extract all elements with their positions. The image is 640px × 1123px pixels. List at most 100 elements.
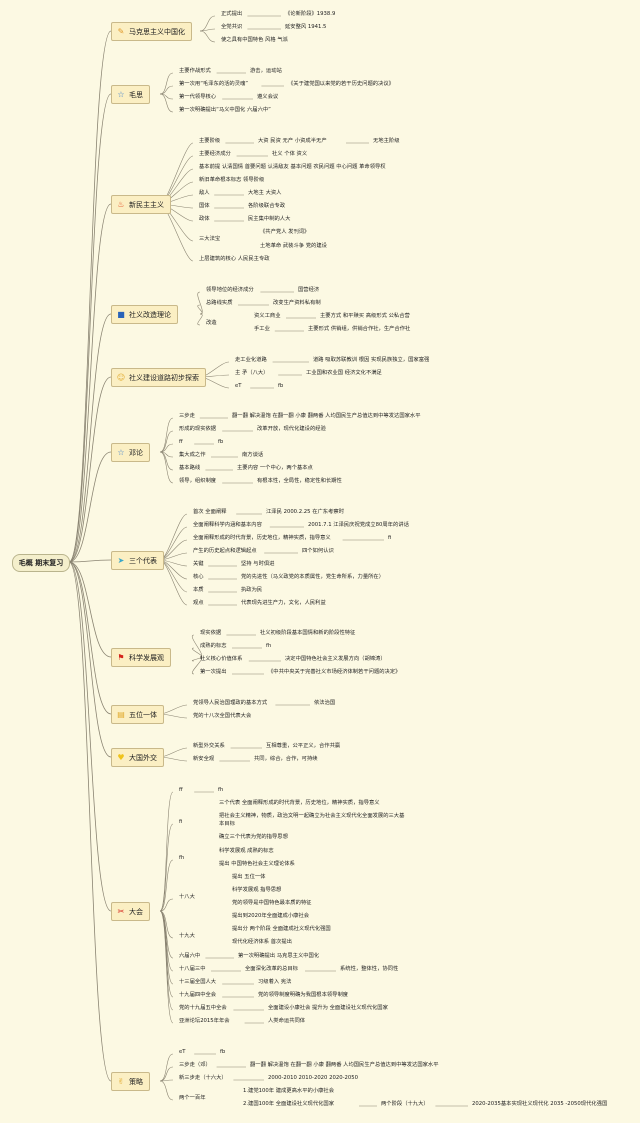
branch-item[interactable]: 第一次用“毛泽东的活的灵魂” <box>179 81 249 87</box>
branch-item[interactable]: fh <box>266 643 272 649</box>
branch-item[interactable]: 三步走 <box>179 413 195 419</box>
branch-item[interactable]: 手工业 <box>254 326 270 332</box>
branch-item[interactable]: 核心 <box>193 574 204 580</box>
branch-item[interactable]: 第一次明确提出 马克思主义中国化 <box>238 953 320 959</box>
branch-item[interactable]: 十八大 <box>179 894 195 900</box>
branch-item[interactable]: 提出 中国特色社会主义理论体系 <box>219 861 295 867</box>
branch-item[interactable]: 主 矛（八大） <box>235 370 269 376</box>
branch-item[interactable]: 代表现先进生产力，文化，人民利益 <box>241 600 326 606</box>
branch-item[interactable]: 党领导人民治国理政的基本方式 <box>193 700 268 706</box>
branch-item[interactable]: 首次 全面阐释 <box>193 509 227 515</box>
topic-t8[interactable]: ▤五位一体 <box>111 705 164 724</box>
branch-item[interactable]: 十八届三中 <box>179 966 206 972</box>
branch-item[interactable]: ff <box>179 787 183 793</box>
topic-t0[interactable]: ✎马克思主义中国化 <box>111 22 192 41</box>
branch-item[interactable]: ff <box>179 439 183 445</box>
branch-item[interactable]: 党的领导是中国特色最本质的特征 <box>232 900 312 906</box>
branch-item[interactable]: 全面阐释科学内涵和基本内容 <box>193 522 262 528</box>
branch-item[interactable]: 系统性，整体性，协同性 <box>340 966 399 972</box>
branch-item[interactable]: 国营经济 <box>298 287 320 293</box>
branch-item[interactable]: 全党共识 <box>221 24 243 30</box>
branch-item[interactable]: 党的先进性（马义政党的本质属性，党生命所系，力量所在） <box>241 574 385 580</box>
branch-item[interactable]: 六届六中 <box>179 953 201 959</box>
branch-item[interactable]: 敌人 <box>199 190 210 196</box>
branch-item[interactable]: 科学发展观 成熟的标志 <box>219 848 274 854</box>
branch-item[interactable]: 1.建党100年 建成更高水平的小康社会 <box>243 1088 335 1094</box>
branch-item[interactable]: 确立三个代表为党的指导思想 <box>219 834 288 840</box>
branch-item[interactable]: 土地革命 武装斗争 党的建设 <box>260 243 327 249</box>
branch-item[interactable]: 三个代表 全面阐释形成的时代背景，历史地位，精神实质，指导意义 <box>219 800 380 806</box>
branch-item[interactable]: 政体 <box>199 216 210 222</box>
branch-item[interactable]: 观点 <box>193 600 204 606</box>
branch-item[interactable]: 2001.7.1 江泽民庆祝党成立80周年的讲话 <box>308 522 409 528</box>
branch-item[interactable]: 党的十八次全国代表大会 <box>193 713 252 719</box>
branch-item[interactable]: 遵义会议 <box>257 94 279 100</box>
branch-item[interactable]: 产生的历史起点和逻辑起点 <box>193 548 257 554</box>
branch-item[interactable]: 翻一翻 解决温饱 在翻一翻 小康 翻两番 人均国民生产总值达到中等发达国家水平 <box>232 413 421 419</box>
branch-item[interactable]: 主要经济成分 <box>199 151 231 157</box>
branch-item[interactable]: 领导，组织制度 <box>179 478 217 484</box>
branch-item[interactable]: 《关于建党国以来党的若干历史问题的决议》 <box>288 81 394 87</box>
topic-t6[interactable]: ➤三个代表 <box>111 551 164 570</box>
branch-item[interactable]: 资义工商业 <box>254 313 281 319</box>
branch-item[interactable]: 全面深化改革的总目标 <box>245 966 298 972</box>
branch-item[interactable]: 三步走（邓） <box>179 1062 211 1068</box>
branch-item[interactable]: fi <box>179 819 183 825</box>
branch-item[interactable]: 十九大 <box>179 933 195 939</box>
branch-item[interactable]: 2000-2010 2010-2020 2020-2050 <box>268 1075 358 1081</box>
branch-item[interactable]: 新旧革命根本标志 领导阶级 <box>199 177 265 183</box>
branch-item[interactable]: 亚洲论坛2015年年会 <box>179 1018 230 1024</box>
branch-item[interactable]: 游击，运动站 <box>250 68 282 74</box>
branch-item[interactable]: 走工业化道路 <box>235 357 267 363</box>
branch-item[interactable]: 总路线实质 <box>206 300 233 306</box>
branch-item[interactable]: fb <box>220 1049 226 1055</box>
branch-item[interactable]: 2020-2035基本实现社义现代化 2035 -2050现代化强国 <box>472 1101 608 1107</box>
topic-t10[interactable]: ✂大会 <box>111 902 150 921</box>
root-node[interactable]: 毛概 期末复习 <box>12 554 70 572</box>
branch-item[interactable]: 改变生产资料私有制 <box>273 300 321 306</box>
branch-item[interactable]: 《中共中央关于完善社义市场经济体制若干问题的决定》 <box>268 669 401 675</box>
branch-item[interactable]: 三大法宝 <box>199 236 221 242</box>
branch-item[interactable]: 四个如何认识 <box>302 548 334 554</box>
branch-item[interactable]: 党的领导制度明确为我国根本领导制度 <box>258 992 349 998</box>
topic-t3[interactable]: ■社义改造理论 <box>111 305 178 324</box>
branch-item[interactable]: 第一代领导核心 <box>179 94 217 100</box>
branch-item[interactable]: 科学发展观 指导思想 <box>232 887 282 893</box>
branch-item[interactable]: eT <box>235 383 242 389</box>
branch-item[interactable]: fi <box>388 535 392 541</box>
branch-item[interactable]: 大地主 大资人 <box>248 190 282 196</box>
branch-item[interactable]: 南方谈话 <box>242 452 264 458</box>
branch-item[interactable]: fh <box>179 855 185 861</box>
branch-item[interactable]: 第一次提出 <box>200 669 227 675</box>
branch-item[interactable]: 延安整风 1941.5 <box>285 24 327 30</box>
branch-item[interactable]: 江泽民 2000.2.25 在广东考察时 <box>266 509 344 515</box>
branch-item[interactable]: fb <box>278 383 284 389</box>
branch-item[interactable]: fb <box>218 439 224 445</box>
branch-item[interactable]: 有根本性，全局性，稳定性和长期性 <box>257 478 342 484</box>
branch-item[interactable]: 本质 <box>193 587 204 593</box>
branch-item[interactable]: 十三届全国人大 <box>179 979 217 985</box>
branch-item[interactable]: 现代化经济体系 首次提出 <box>232 939 292 945</box>
branch-item[interactable]: 成熟的标志 <box>200 643 227 649</box>
branch-item[interactable]: 基本前提 认清国情 首要问题 认清敌友 基本问题 农民问题 中心问题 革命领导权 <box>199 164 386 170</box>
topic-t9[interactable]: ♥大国外交 <box>111 748 164 767</box>
branch-item[interactable]: 依法治国 <box>314 700 336 706</box>
branch-item[interactable]: 人类命运共同体 <box>268 1018 306 1024</box>
branch-item[interactable]: 改革开放，现代化建设的经验 <box>257 426 326 432</box>
branch-item[interactable]: 执政为民 <box>241 587 263 593</box>
branch-item[interactable]: 主要方式 和平赎买 高级形式 公私合营 <box>320 313 410 319</box>
branch-item[interactable]: 《论新阶段》1938.9 <box>285 11 336 17</box>
branch-item[interactable]: 十九届四中全会 <box>179 992 217 998</box>
branch-item[interactable]: 使之具有中国特色 风格 气派 <box>221 37 288 43</box>
branch-item[interactable]: 关键 <box>193 561 204 567</box>
branch-item[interactable]: 两个阶段（十九大） <box>381 1101 429 1107</box>
topic-t2[interactable]: ♨新民主主义 <box>111 195 171 214</box>
branch-item[interactable]: 主要作战形式 <box>179 68 211 74</box>
branch-item[interactable]: 共同，综合，合作，可持续 <box>254 756 318 762</box>
branch-item[interactable]: 改造 <box>206 320 217 326</box>
branch-item[interactable]: 国体 <box>199 203 210 209</box>
branch-item[interactable]: 上层建筑的核心 人民民主专政 <box>199 256 270 262</box>
branch-item[interactable]: 基本路线 <box>179 465 201 471</box>
branch-item[interactable]: 新三步走（十六大） <box>179 1075 227 1081</box>
branch-item[interactable]: 全面建设小康社会 提升为 全面建设社义现代化国家 <box>268 1005 388 1011</box>
